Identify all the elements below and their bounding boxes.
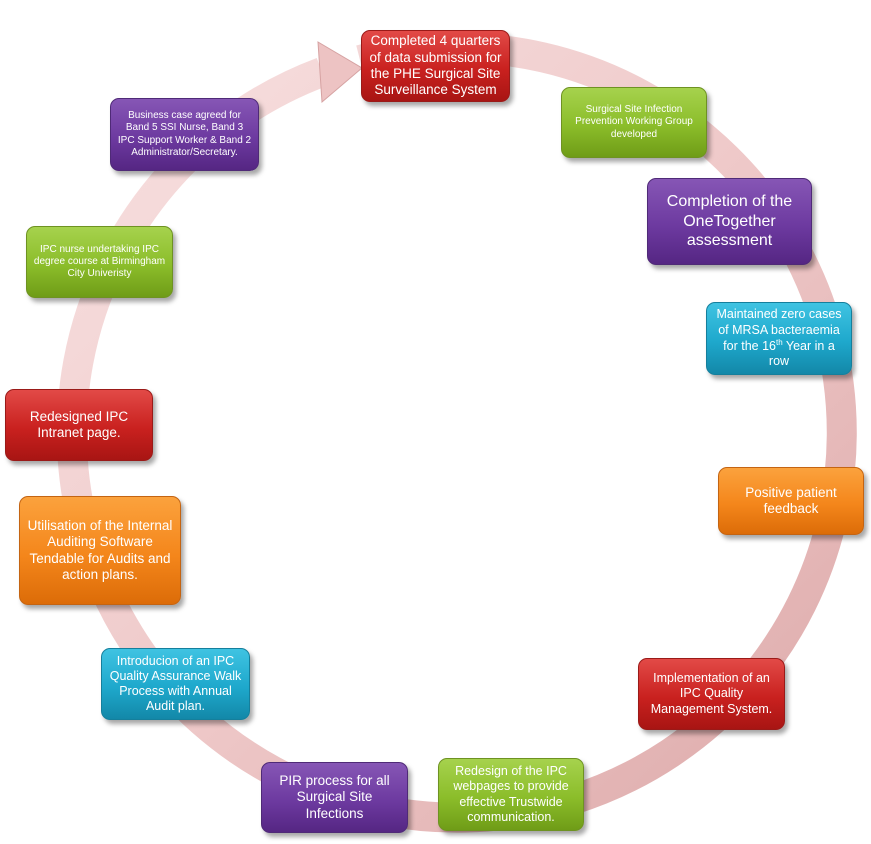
- box-intranet-text: Redesigned IPC Intranet page.: [29, 408, 129, 440]
- box-ssi-working-group-text: Surgical Site Infection Prevention Worki…: [575, 104, 693, 140]
- box-patient-feedback-text: Positive patient feedback: [745, 484, 837, 516]
- box-ssi-working-group: Surgical Site Infection Prevention Worki…: [561, 87, 707, 158]
- box-quality-management-text: Implementation of an IPC Quality Managem…: [650, 671, 773, 716]
- arrowhead-icon: [317, 41, 363, 104]
- box-tendable: Utilisation of the Internal Auditing Sof…: [19, 496, 181, 605]
- box-business-case: Business case agreed for Band 5 SSI Nurs…: [110, 98, 259, 171]
- box-business-case-text: Business case agreed for Band 5 SSI Nurs…: [117, 110, 252, 158]
- box-degree-course-text: IPC nurse undertaking IPC degree course …: [33, 243, 166, 280]
- box-webpages-redesign-text: Redesign of the IPC webpages to provide …: [453, 764, 569, 824]
- box-mrsa-zero: Maintained zero cases of MRSA bacteraemi…: [706, 302, 852, 375]
- box-patient-feedback: Positive patient feedback: [718, 467, 864, 535]
- box-onetogether-text: Completion of the OneTogether assessment: [666, 193, 793, 250]
- box-pir-process-text: PIR process for all Surgical Site Infect…: [279, 772, 390, 821]
- box-phe-surveillance: Completed 4 quarters of data submission …: [361, 30, 510, 102]
- box-mrsa-zero-text: Maintained zero cases of MRSA bacteraemi…: [716, 307, 842, 369]
- box-phe-surveillance-text: Completed 4 quarters of data submission …: [369, 33, 502, 98]
- box-quality-management: Implementation of an IPC Quality Managem…: [638, 658, 785, 730]
- box-walk-process-text: Introducion of an IPC Quality Assurance …: [109, 653, 242, 714]
- box-tendable-text: Utilisation of the Internal Auditing Sof…: [27, 517, 173, 582]
- box-intranet: Redesigned IPC Intranet page.: [5, 389, 153, 461]
- box-degree-course: IPC nurse undertaking IPC degree course …: [26, 226, 173, 298]
- box-pir-process: PIR process for all Surgical Site Infect…: [261, 762, 408, 833]
- box-walk-process: Introducion of an IPC Quality Assurance …: [101, 648, 250, 720]
- box-webpages-redesign: Redesign of the IPC webpages to provide …: [438, 758, 584, 831]
- box-onetogether: Completion of the OneTogether assessment: [647, 178, 812, 265]
